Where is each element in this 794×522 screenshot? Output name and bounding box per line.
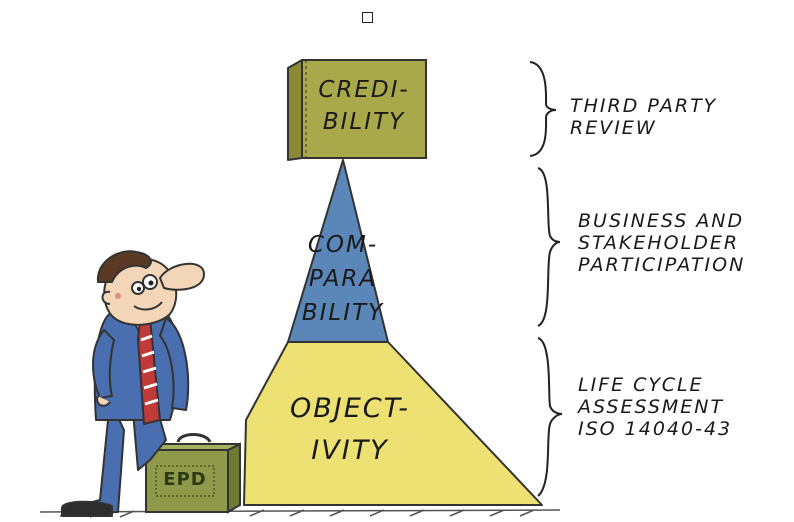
objectivity-line-1: OBJECT- bbox=[289, 393, 411, 424]
credibility-box bbox=[301, 59, 427, 159]
annotation-middle-line-3: PARTICIPATION bbox=[578, 254, 746, 276]
businessman-figure bbox=[61, 250, 205, 517]
brace-top bbox=[529, 61, 557, 157]
credibility-line-1: CREDI- bbox=[318, 77, 410, 103]
brace-bottom bbox=[537, 337, 563, 497]
credibility-line-2: BILITY bbox=[322, 109, 406, 135]
annotation-middle-line-2: STAKEHOLDER bbox=[578, 232, 740, 254]
annotation-middle-line-1: BUSINESS AND bbox=[578, 210, 745, 232]
comparability-label: COM- PARA BILITY bbox=[278, 228, 408, 330]
credibility-box-side bbox=[287, 59, 303, 161]
comparability-line-2: PARA bbox=[308, 266, 378, 292]
epd-briefcase bbox=[145, 433, 241, 514]
brace-middle bbox=[537, 167, 561, 327]
credibility-label: CREDI- BILITY bbox=[302, 74, 426, 138]
comparability-line-3: BILITY bbox=[301, 300, 385, 326]
annotation-bottom-line-1: LIFE CYCLE bbox=[578, 374, 704, 396]
annotation-top: THIRD PARTY REVIEW bbox=[570, 95, 717, 139]
comparability-line-1: COM- bbox=[307, 232, 379, 258]
comparability-tier bbox=[287, 159, 389, 343]
annotation-bottom: LIFE CYCLE ASSESSMENT ISO 14040-43 bbox=[578, 374, 732, 440]
annotation-middle: BUSINESS AND STAKEHOLDER PARTICIPATION bbox=[578, 210, 745, 276]
annotation-bottom-line-3: ISO 14040-43 bbox=[578, 418, 733, 440]
objectivity-label: OBJECT- IVITY bbox=[270, 388, 430, 472]
square-icon bbox=[362, 12, 373, 23]
annotation-top-line-1: THIRD PARTY bbox=[570, 95, 718, 117]
briefcase-label: EPD bbox=[163, 469, 207, 490]
objectivity-line-2: IVITY bbox=[311, 435, 389, 466]
annotation-bottom-line-2: ASSESSMENT bbox=[578, 396, 725, 418]
annotation-top-line-2: REVIEW bbox=[570, 117, 657, 139]
